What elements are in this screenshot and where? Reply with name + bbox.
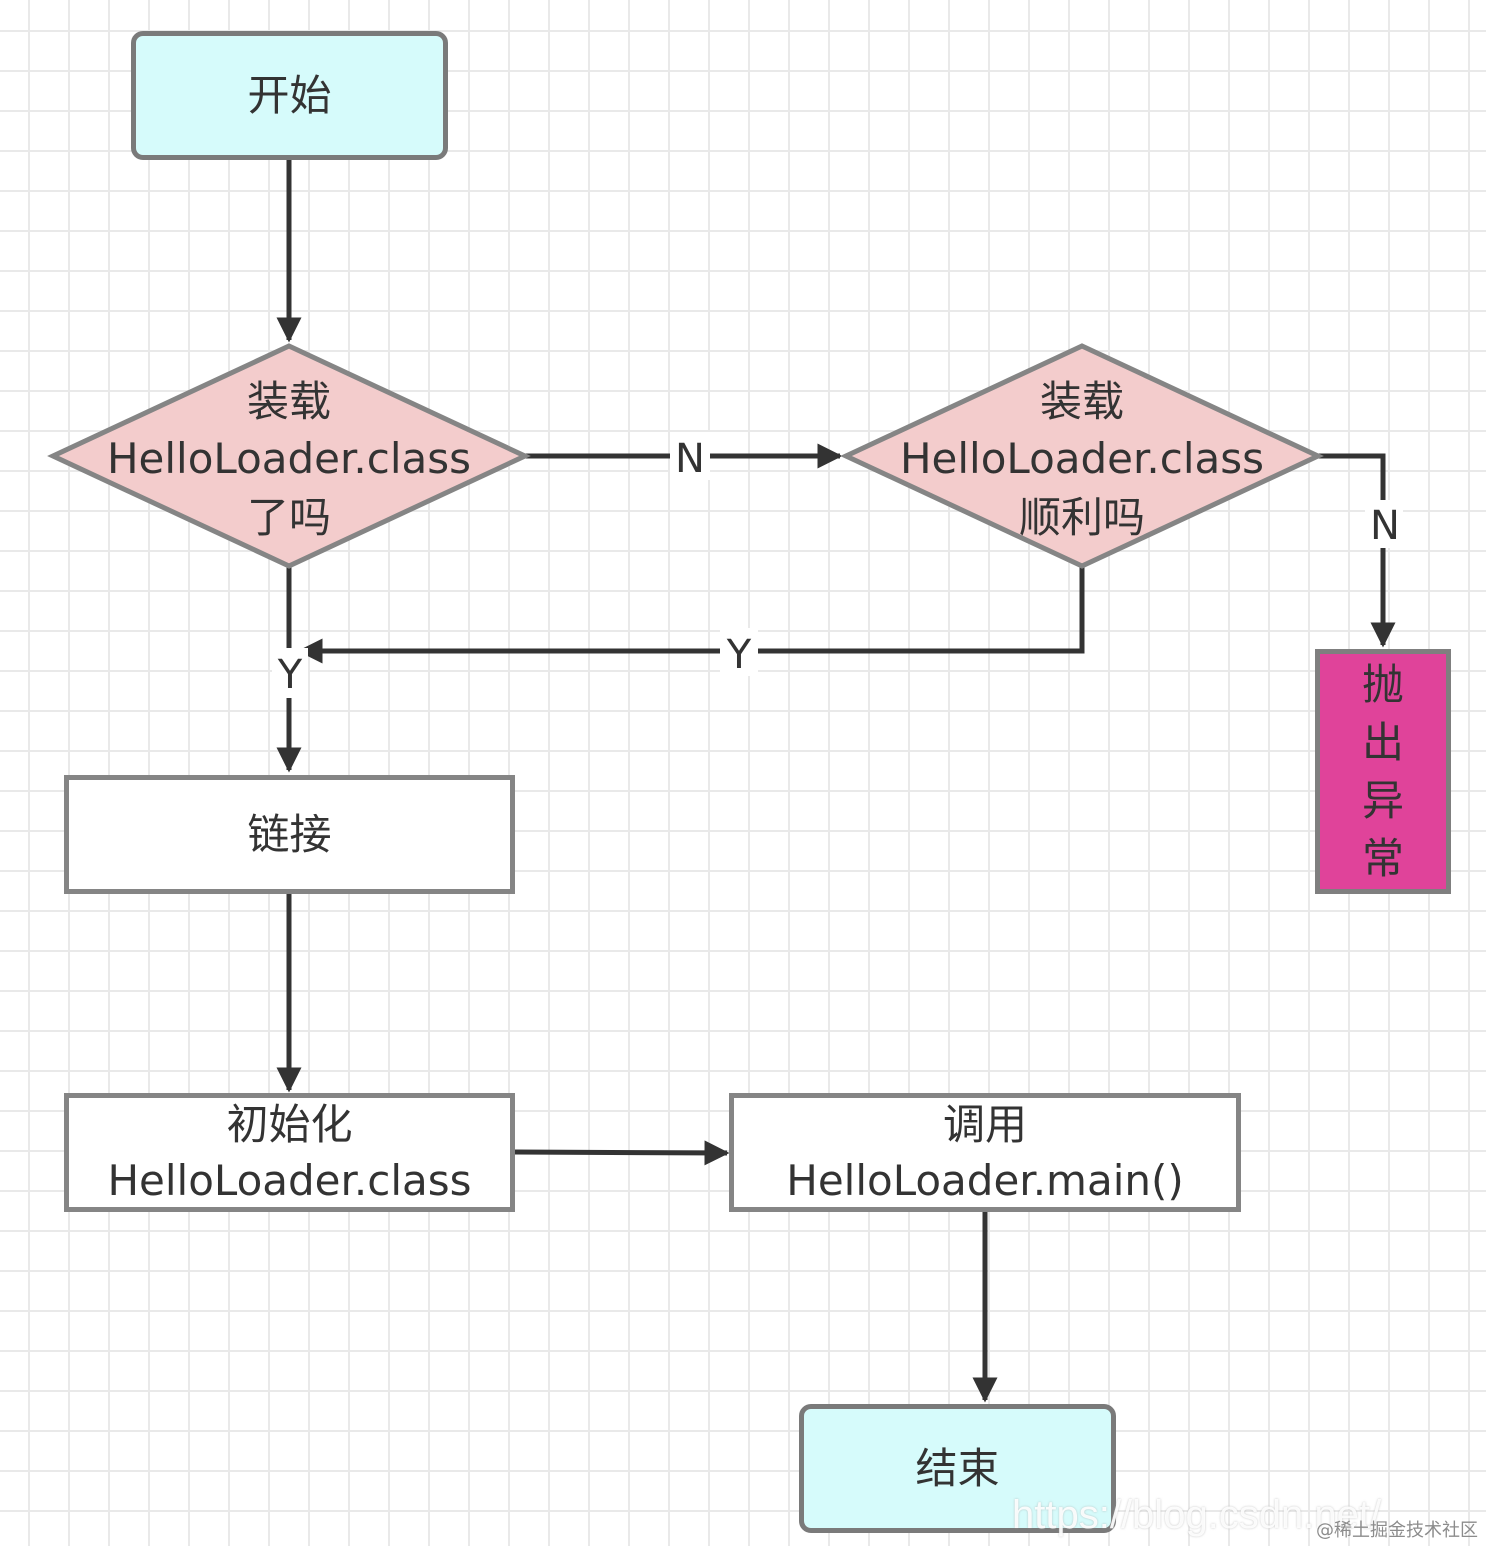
edge-label-success-no: N — [1370, 503, 1400, 549]
decision-success: 装载 HelloLoader.class 顺利吗 — [840, 343, 1324, 569]
start-node-label: 开始 — [247, 70, 332, 120]
exception-char-2: 出 — [1361, 717, 1404, 767]
link-node: 链接 — [64, 775, 515, 894]
watermark-url: https://blog.csdn.net/ — [1012, 1493, 1382, 1537]
decision-success-line1: 装载 — [1040, 377, 1124, 426]
decision-success-line3: 顺利吗 — [1019, 493, 1145, 542]
end-node-label: 结束 — [915, 1443, 1000, 1493]
edge-decision-success-yes — [297, 566, 1085, 664]
exception-node: 抛 出 异 常 — [1315, 649, 1451, 894]
start-node: 开始 — [131, 31, 448, 160]
decision-success-shape — [840, 343, 1324, 569]
edge-label-loaded-no: N — [675, 436, 705, 482]
edge-decision-success-no — [1318, 453, 1396, 648]
decision-success-line2: HelloLoader.class — [900, 434, 1264, 483]
edge-label-loaded-yes: Y — [277, 652, 303, 698]
edge-labels: N N Y Y — [272, 432, 1403, 698]
invoke-node: 调用 HelloLoader.main() — [729, 1093, 1241, 1212]
decision-loaded: 装载 HelloLoader.class 了吗 — [47, 343, 531, 569]
edge-label-success-yes: Y — [726, 632, 752, 678]
edge-init-to-invoke — [513, 1140, 730, 1166]
end-node: 结束 — [799, 1404, 1116, 1533]
invoke-node-line2: HelloLoader.main() — [786, 1155, 1184, 1205]
decision-loaded-line2: HelloLoader.class — [107, 434, 471, 483]
init-node-line1: 初始化 — [226, 1099, 353, 1149]
exception-char-3: 异 — [1361, 775, 1404, 825]
decision-loaded-shape — [47, 343, 531, 569]
init-node: 初始化 HelloLoader.class — [64, 1093, 515, 1212]
decision-loaded-line1: 装载 — [247, 377, 331, 426]
exception-char-1: 抛 — [1361, 659, 1404, 709]
init-node-line2: HelloLoader.class — [107, 1155, 472, 1205]
exception-char-4: 常 — [1361, 833, 1404, 883]
link-node-label: 链接 — [247, 809, 332, 859]
decision-loaded-line3: 了吗 — [247, 493, 331, 542]
watermark-site: @稀土掘金技术社区 — [1316, 1520, 1478, 1541]
invoke-node-line1: 调用 — [942, 1099, 1027, 1149]
